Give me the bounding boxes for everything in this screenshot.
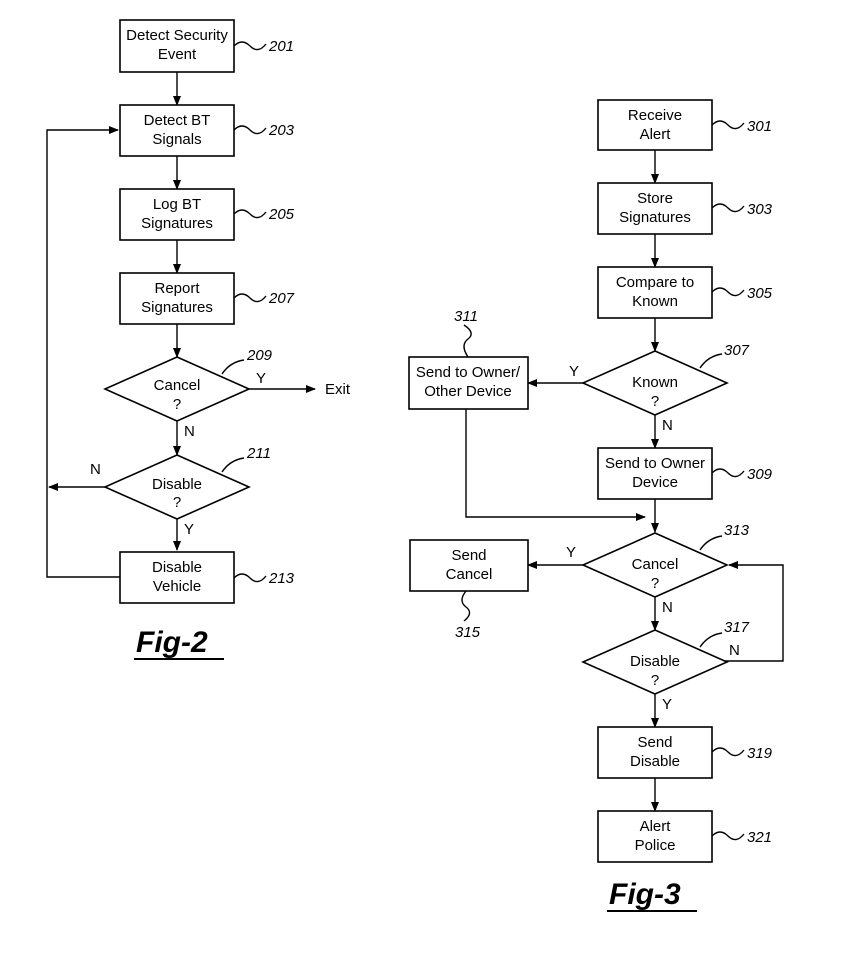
node-label-line1: Send	[637, 734, 672, 751]
reference-numeral: 305	[747, 285, 773, 302]
reference-numeral: 207	[268, 290, 295, 307]
node-label-line1: Store	[637, 190, 673, 207]
figure-caption: Fig-2	[136, 626, 208, 659]
fig3-step-send-disable: Send Disable 319	[597, 726, 773, 779]
no-label: N	[729, 642, 740, 659]
node-label-line2: Signals	[152, 131, 201, 148]
node-label-line1: Disable	[152, 559, 202, 576]
fig2-flowchart: Detect Security Event 201 Detect BT Sign…	[46, 19, 351, 660]
node-label-line1: Alert	[640, 818, 672, 835]
node-label-line1: Receive	[628, 107, 682, 124]
no-label: N	[662, 417, 673, 434]
reference-numeral: 313	[724, 522, 750, 539]
node-label-line2: Alert	[640, 126, 672, 143]
node-label-line1: Detect BT	[144, 112, 211, 129]
node-label-line1: Report	[154, 280, 200, 297]
fig3-loop-317-313	[719, 561, 784, 662]
fig2-step-disable-vehicle: Disable Vehicle 213	[119, 551, 295, 604]
fig3-step-receive-alert: Receive Alert 301	[597, 99, 772, 151]
yes-label: Y	[256, 370, 266, 387]
fig3-flowchart: Receive Alert 301 Store Signatures 303 C…	[408, 99, 784, 912]
fig3-step-send-to-owner-device: Send to Owner Device 309	[597, 447, 773, 500]
fig2-decision-disable: Disable ? 211 N Y	[90, 445, 271, 538]
node-label-line2: Signatures	[141, 299, 213, 316]
no-label: N	[90, 461, 101, 478]
fig3-step-alert-police: Alert Police 321	[597, 810, 772, 863]
node-label-line1: Known	[632, 374, 678, 391]
fig2-decision-cancel: Cancel ? 209 Y Exit N	[103, 347, 351, 440]
node-label-line2: Signatures	[141, 215, 213, 232]
yes-label: Y	[566, 544, 576, 561]
fig2-step-log-bt-signatures: Log BT Signatures 205	[119, 188, 295, 241]
fig3-decision-cancel: Cancel ? 313 Y N	[566, 522, 750, 616]
node-label-line1: Send to Owner	[605, 455, 705, 472]
reference-numeral: 201	[268, 38, 294, 55]
reference-numeral: 209	[246, 347, 273, 364]
node-label-line2: Cancel	[446, 566, 493, 583]
fig2-step-detect-bt-signals: Detect BT Signals 203	[119, 104, 295, 157]
yes-label: Y	[569, 363, 579, 380]
node-label-line1: Cancel	[632, 556, 679, 573]
reference-numeral: 303	[747, 201, 773, 218]
fig3-step-send-cancel: Send Cancel 315	[409, 539, 529, 641]
reference-numeral: 213	[268, 570, 295, 587]
reference-numeral: 205	[268, 206, 295, 223]
reference-numeral: 321	[747, 829, 772, 846]
node-label-line2: ?	[173, 494, 181, 511]
node-label-line2: Disable	[630, 753, 680, 770]
node-label-line2: Event	[158, 46, 197, 63]
reference-numeral: 211	[246, 445, 271, 462]
figure-caption: Fig-3	[609, 878, 681, 911]
node-label-line1: Disable	[152, 476, 202, 493]
fig3-decision-disable: Disable ? 317 N Y	[581, 619, 750, 713]
reference-numeral: 319	[747, 745, 773, 762]
node-label-line1: Send	[451, 547, 486, 564]
yes-label: Y	[184, 521, 194, 538]
node-label-line1: Detect Security	[126, 27, 228, 44]
fig2-loop-back-line	[46, 126, 120, 578]
fig2-step-report-signatures: Report Signatures 207	[119, 272, 295, 325]
reference-numeral: 309	[747, 466, 773, 483]
exit-label: Exit	[325, 381, 351, 398]
fig3-step-compare-to-known: Compare to Known 305	[597, 266, 773, 319]
node-label-line2: Signatures	[619, 209, 691, 226]
node-label-line2: Known	[632, 293, 678, 310]
node-label-line1: Disable	[630, 653, 680, 670]
node-label-line2: Other Device	[424, 383, 512, 400]
fig2-step-detect-security-event: Detect Security Event 201	[119, 19, 294, 73]
reference-numeral: 301	[747, 118, 772, 135]
reference-numeral: 317	[724, 619, 750, 636]
yes-label: Y	[662, 696, 672, 713]
reference-numeral: 307	[724, 342, 750, 359]
fig3-step-store-signatures: Store Signatures 303	[597, 182, 773, 235]
fig3-step-send-to-owner-other-device: Send to Owner/ Other Device 311	[408, 308, 529, 410]
node-label-line1: Cancel	[154, 377, 201, 394]
reference-numeral: 311	[454, 308, 478, 325]
fig3-arrow-311-merge	[465, 409, 646, 521]
node-label-line2: Vehicle	[153, 578, 201, 595]
no-label: N	[184, 423, 195, 440]
reference-numeral: 315	[455, 624, 481, 641]
node-label-line2: Device	[632, 474, 678, 491]
fig3-decision-known: Known ? 307 Y N	[569, 342, 750, 434]
node-label-line2: ?	[651, 393, 659, 410]
node-label-line2: ?	[651, 672, 659, 689]
no-label: N	[662, 599, 673, 616]
node-label-line2: Police	[635, 837, 676, 854]
node-label-line1: Send to Owner/	[416, 364, 521, 381]
node-label-line1: Compare to	[616, 274, 694, 291]
reference-numeral: 203	[268, 122, 295, 139]
node-label-line2: ?	[173, 396, 181, 413]
node-label-line2: ?	[651, 575, 659, 592]
node-label-line1: Log BT	[153, 196, 201, 213]
